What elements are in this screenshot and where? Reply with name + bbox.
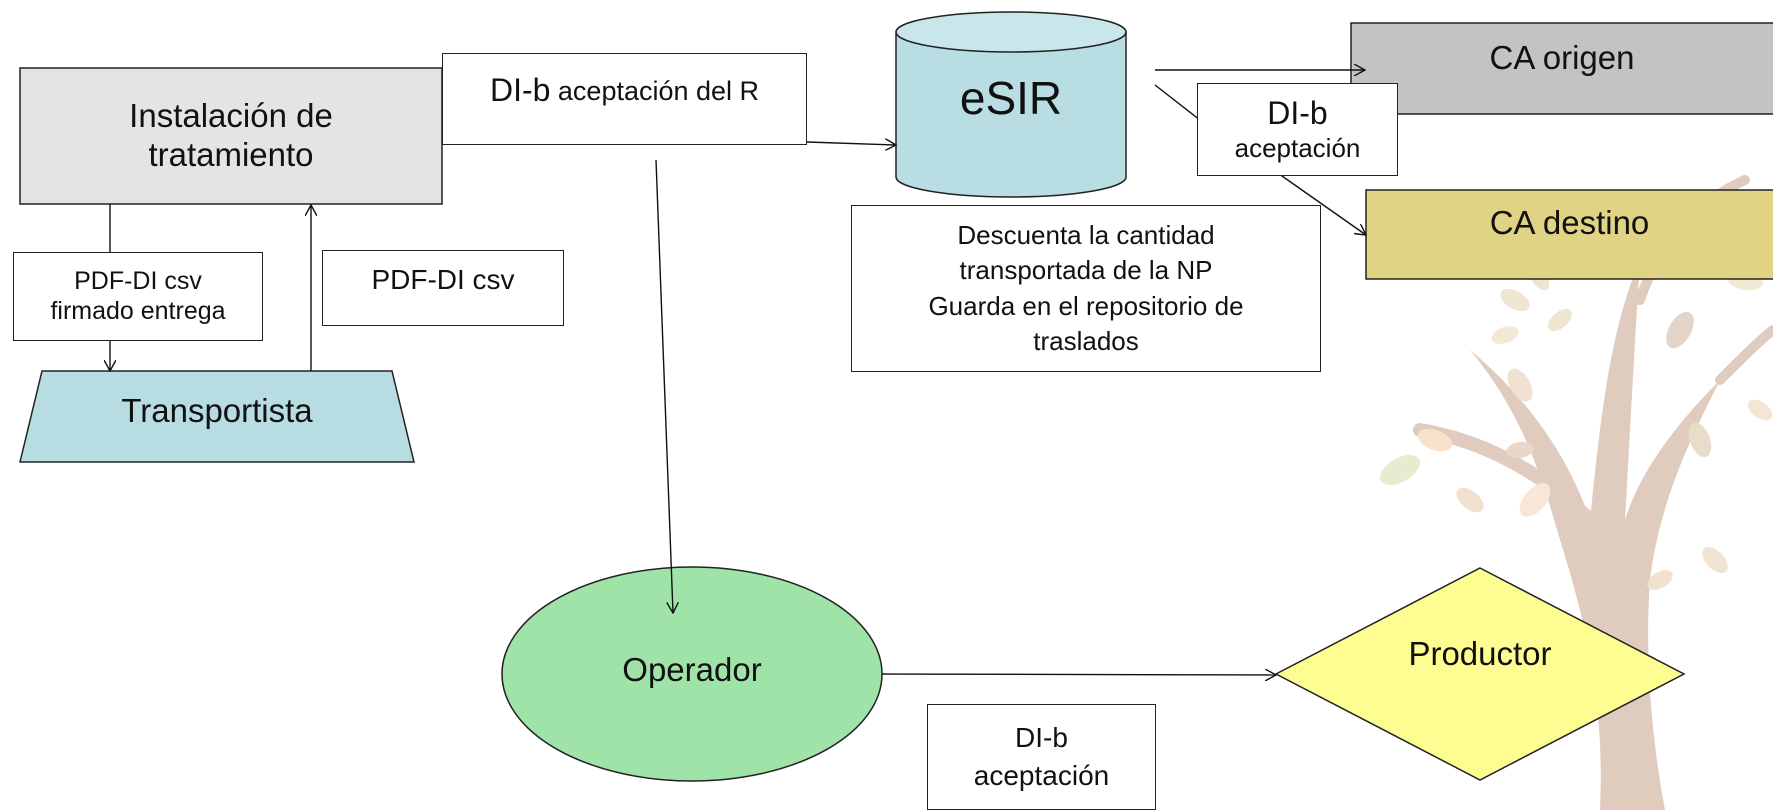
- message-pdf-csv: PDF-DI csv: [322, 250, 564, 326]
- message-descuenta-line3: Guarda en el repositorio de: [928, 290, 1244, 321]
- message-di-b-productor-line1: DI-b: [1015, 722, 1068, 754]
- message-di-b-ca-line2: aceptación: [1234, 133, 1361, 164]
- instalacion-label-line2: tratamiento: [148, 136, 314, 173]
- instalacion-label-line1: Instalación de: [129, 97, 333, 135]
- message-descuenta-line2: transportada de la NP: [959, 255, 1213, 286]
- leaf: [1507, 368, 1533, 402]
- connector-message-to-operador: [655, 159, 673, 613]
- leaf: [1747, 399, 1773, 421]
- message-pdf-firmado-entrega: PDF-DI csv firmado entrega: [13, 252, 263, 341]
- leaf: [1647, 570, 1673, 590]
- connector-operador-to-productor: [881, 674, 1276, 675]
- leaf: [1380, 454, 1420, 486]
- connector-message-to-esir: [806, 142, 896, 145]
- leaf: [1500, 288, 1530, 312]
- message-pdf-firmado-line1: PDF-DI csv: [74, 267, 202, 295]
- message-descuenta-guarda: Descuenta la cantidad transportada de la…: [851, 205, 1321, 372]
- message-descuenta-line1: Descuenta la cantidad: [957, 219, 1215, 250]
- message-di-b-aceptacion-ca: DI-b aceptación: [1197, 83, 1398, 176]
- instalacion-label: Instalación de tratamiento: [20, 68, 442, 204]
- leaf: [1506, 441, 1534, 459]
- leaf: [1548, 309, 1572, 331]
- leaf: [1491, 326, 1519, 344]
- ca-origen-node: [1350, 22, 1773, 115]
- esir-label-text: eSIR: [959, 71, 1063, 124]
- productor-label: Productor: [1340, 624, 1620, 684]
- ca-destino-label-text: CA destino: [1489, 203, 1650, 241]
- message-di-b-ca-line1: DI-b: [1267, 95, 1328, 132]
- ca-origen-label-text: CA origen: [1489, 38, 1635, 76]
- message-di-b-aceptacion-r: DI-b aceptación del R: [442, 53, 807, 145]
- message-di-b-rest: aceptación del R: [550, 76, 760, 106]
- operador-label: Operador: [502, 640, 882, 700]
- ca-origen-label: CA origen: [1351, 28, 1773, 88]
- esir-label: eSIR: [896, 62, 1126, 134]
- message-descuenta-line4: traslados: [1033, 325, 1139, 356]
- ca-destino-label: CA destino: [1366, 193, 1773, 253]
- leaf: [1702, 547, 1728, 573]
- transportista-label-text: Transportista: [121, 391, 313, 429]
- esir-database-node: [895, 11, 1127, 198]
- leaf: [1456, 487, 1484, 513]
- transportista-label: Transportista: [20, 371, 414, 451]
- tree-branch: [1715, 325, 1773, 385]
- message-pdf-firmado-line2: firmado entrega: [50, 296, 226, 325]
- message-pdf-csv-text: PDF-DI csv: [371, 264, 515, 295]
- transportista-node: [19, 370, 415, 463]
- productor-label-text: Productor: [1408, 634, 1552, 672]
- message-di-b-aceptacion-productor: DI-b aceptación: [927, 704, 1156, 810]
- leaf: [1519, 483, 1551, 517]
- leaf: [1666, 311, 1694, 349]
- message-di-b-prefix: DI-b: [489, 72, 551, 108]
- operador-label-text: Operador: [622, 650, 762, 688]
- leaf: [1688, 422, 1712, 458]
- leaf: [1417, 428, 1453, 452]
- message-di-b-productor-line2: aceptación: [973, 760, 1110, 791]
- tree-trunk: [1470, 260, 1720, 810]
- instalacion-node: [19, 67, 443, 205]
- productor-node: [1274, 567, 1686, 781]
